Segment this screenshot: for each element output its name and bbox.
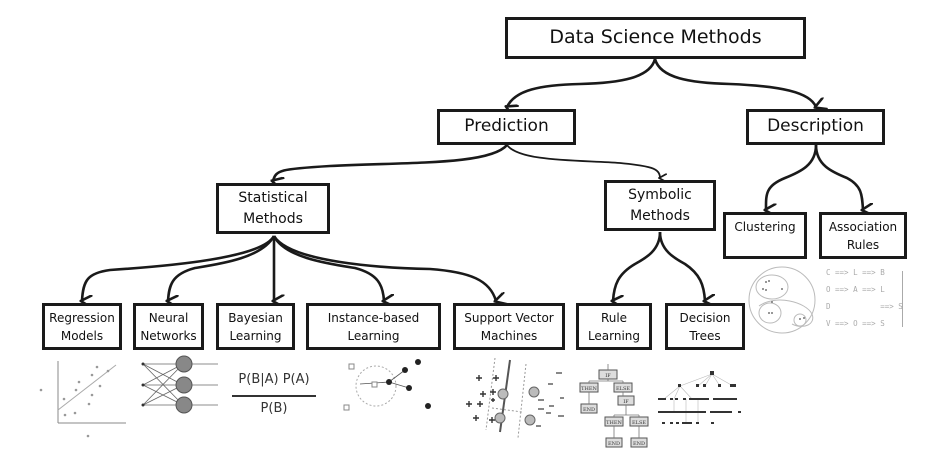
flow-then-text: THEN [581, 386, 597, 392]
edge-prediction-statistical [273, 144, 508, 181]
node-association-rules: Association Rules [819, 212, 907, 259]
node-label: Data Science Methods [549, 26, 762, 49]
node-rule-learning: Rule Learning [576, 303, 652, 350]
flow-then-text: THEN [606, 420, 622, 426]
bayes-fraction-bar [232, 395, 316, 397]
edge-statistical-regression [82, 235, 276, 301]
assoc-row: D ==> S [826, 302, 903, 311]
node-label-line: Learning [229, 328, 282, 343]
node-regression-models: Regression Models [42, 303, 122, 350]
node-statistical-methods: Statistical Methods [216, 183, 330, 234]
instance-based-illustration [343, 359, 431, 411]
edge-statistical-instance [272, 235, 384, 301]
edge-statistical-neural [168, 235, 276, 301]
assoc-row: V ==> O ==> S [826, 319, 885, 328]
clustering-illustration [748, 266, 816, 334]
flow-end-text: END [608, 441, 620, 447]
flow-end-text: END [633, 441, 645, 447]
node-description: Description [746, 109, 885, 145]
neuron [175, 355, 193, 373]
bayes-denominator: P(B) [260, 401, 288, 416]
assoc-row: O ==> A ==> L [826, 285, 885, 294]
rule-learning-illustration: IF THEN ELSE END IF THEN ELSE END END [579, 364, 649, 448]
node-bayesian-learning: Bayesian Learning [216, 303, 295, 350]
node-neural-networks: Neural Networks [133, 303, 204, 350]
assoc-row: C ==> L ==> B [826, 268, 885, 277]
regression-line [57, 364, 117, 411]
edge-statistical-svm [272, 235, 496, 301]
flow-end-text: END [583, 407, 595, 413]
edge-symbolic-decision [658, 231, 705, 301]
bayes-numerator: P(B|A) P(A) [238, 372, 310, 387]
node-label-line: Trees [689, 328, 721, 343]
assoc-bracket [902, 271, 903, 327]
flow-else-text: ELSE [632, 420, 646, 426]
neuron [175, 396, 193, 414]
flow-if-text: IF [623, 399, 629, 405]
node-label-line: Bayesian [228, 310, 283, 325]
node-label-line: Neural [148, 310, 189, 325]
node-label-line: Decision [679, 310, 731, 325]
edge-symbolic-rule [613, 231, 662, 301]
node-symbolic-methods: Symbolic Methods [604, 180, 716, 231]
node-label-line: Learning [347, 328, 400, 343]
edge-prediction-symbolic [506, 144, 660, 178]
node-label: Description [767, 116, 864, 137]
association-rules-illustration: C ==> L ==> B O ==> A ==> L D ==> S V ==… [826, 268, 912, 336]
node-label-line: Regression [49, 310, 115, 325]
node-label-line: Methods [243, 210, 303, 227]
node-label-line: Clustering [734, 220, 796, 234]
node-label-line: Instance-based [327, 310, 420, 325]
node-label: Prediction [464, 116, 549, 137]
node-label-line: Machines [480, 328, 538, 343]
edge-description-clustering [766, 144, 818, 210]
flow-if-text: IF [605, 373, 611, 379]
node-label-line: Rule [600, 310, 628, 325]
node-label-line: Methods [630, 207, 690, 224]
edge-description-association [814, 144, 863, 210]
node-support-vector-machines: Support Vector Machines [453, 303, 565, 350]
node-label-line: Learning [587, 328, 641, 343]
node-data-science-methods: Data Science Methods [505, 17, 806, 59]
margin-line [517, 363, 527, 439]
edge-root-prediction [507, 58, 657, 107]
node-label-line: Rules [846, 237, 880, 252]
margin-line [485, 358, 496, 431]
regression-scatter-illustration [39, 361, 126, 438]
flow-else-text: ELSE [616, 386, 630, 392]
neuron [175, 376, 193, 394]
edge-root-description [653, 58, 816, 107]
node-prediction: Prediction [437, 109, 576, 145]
node-label-line: Support Vector [464, 310, 554, 325]
node-label-line: Association [828, 219, 898, 234]
node-decision-trees: Decision Trees [665, 303, 745, 350]
node-instance-based-learning: Instance-based Learning [306, 303, 441, 350]
node-label-line: Symbolic [628, 186, 692, 203]
node-label-line: Networks [140, 328, 197, 343]
svm-illustration [466, 358, 564, 439]
decision-tree-illustration [658, 371, 741, 424]
neural-network-illustration [141, 355, 218, 414]
node-label-line: Models [60, 328, 104, 343]
node-clustering: Clustering [723, 212, 807, 259]
node-label-line: Statistical [238, 189, 308, 206]
